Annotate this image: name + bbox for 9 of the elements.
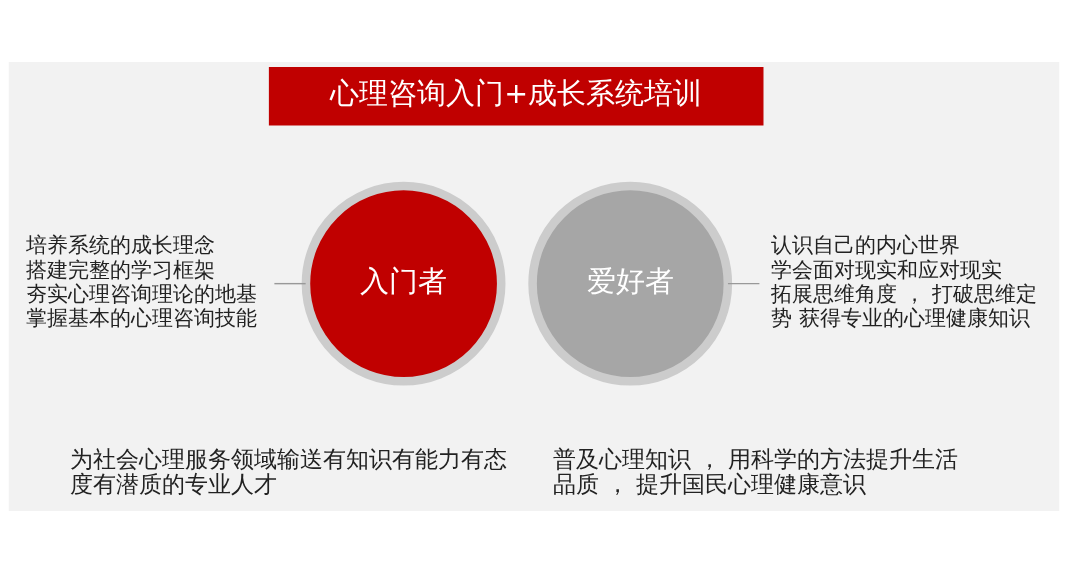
node-box: 心理咨询入门+成长系统培训 [268,67,764,126]
node-text: 培养系统的成长理念 搭建完整的学习框架 夯实心理咨询理论的地基 掌握基本的心理咨询技能 [25,232,257,330]
node-text: 认识自己的内心世界 学会面对现实和应对现实 拓展思维角度 ， 打破思维定势 获得专业的心理健康知识 [771,232,1037,330]
node-circle: 爱好者 [528,181,733,386]
connector [273,282,307,285]
label: 普及心理知识 ， 用科学的方法提升生活品质 ， 提升国民心理健康意识 [552,445,959,498]
connector [727,282,761,285]
label: 为社会心理服务领域输送有知识有能力有态度有潜质的专业人才 [70,445,508,498]
node-circle: 入门者 [301,181,506,386]
